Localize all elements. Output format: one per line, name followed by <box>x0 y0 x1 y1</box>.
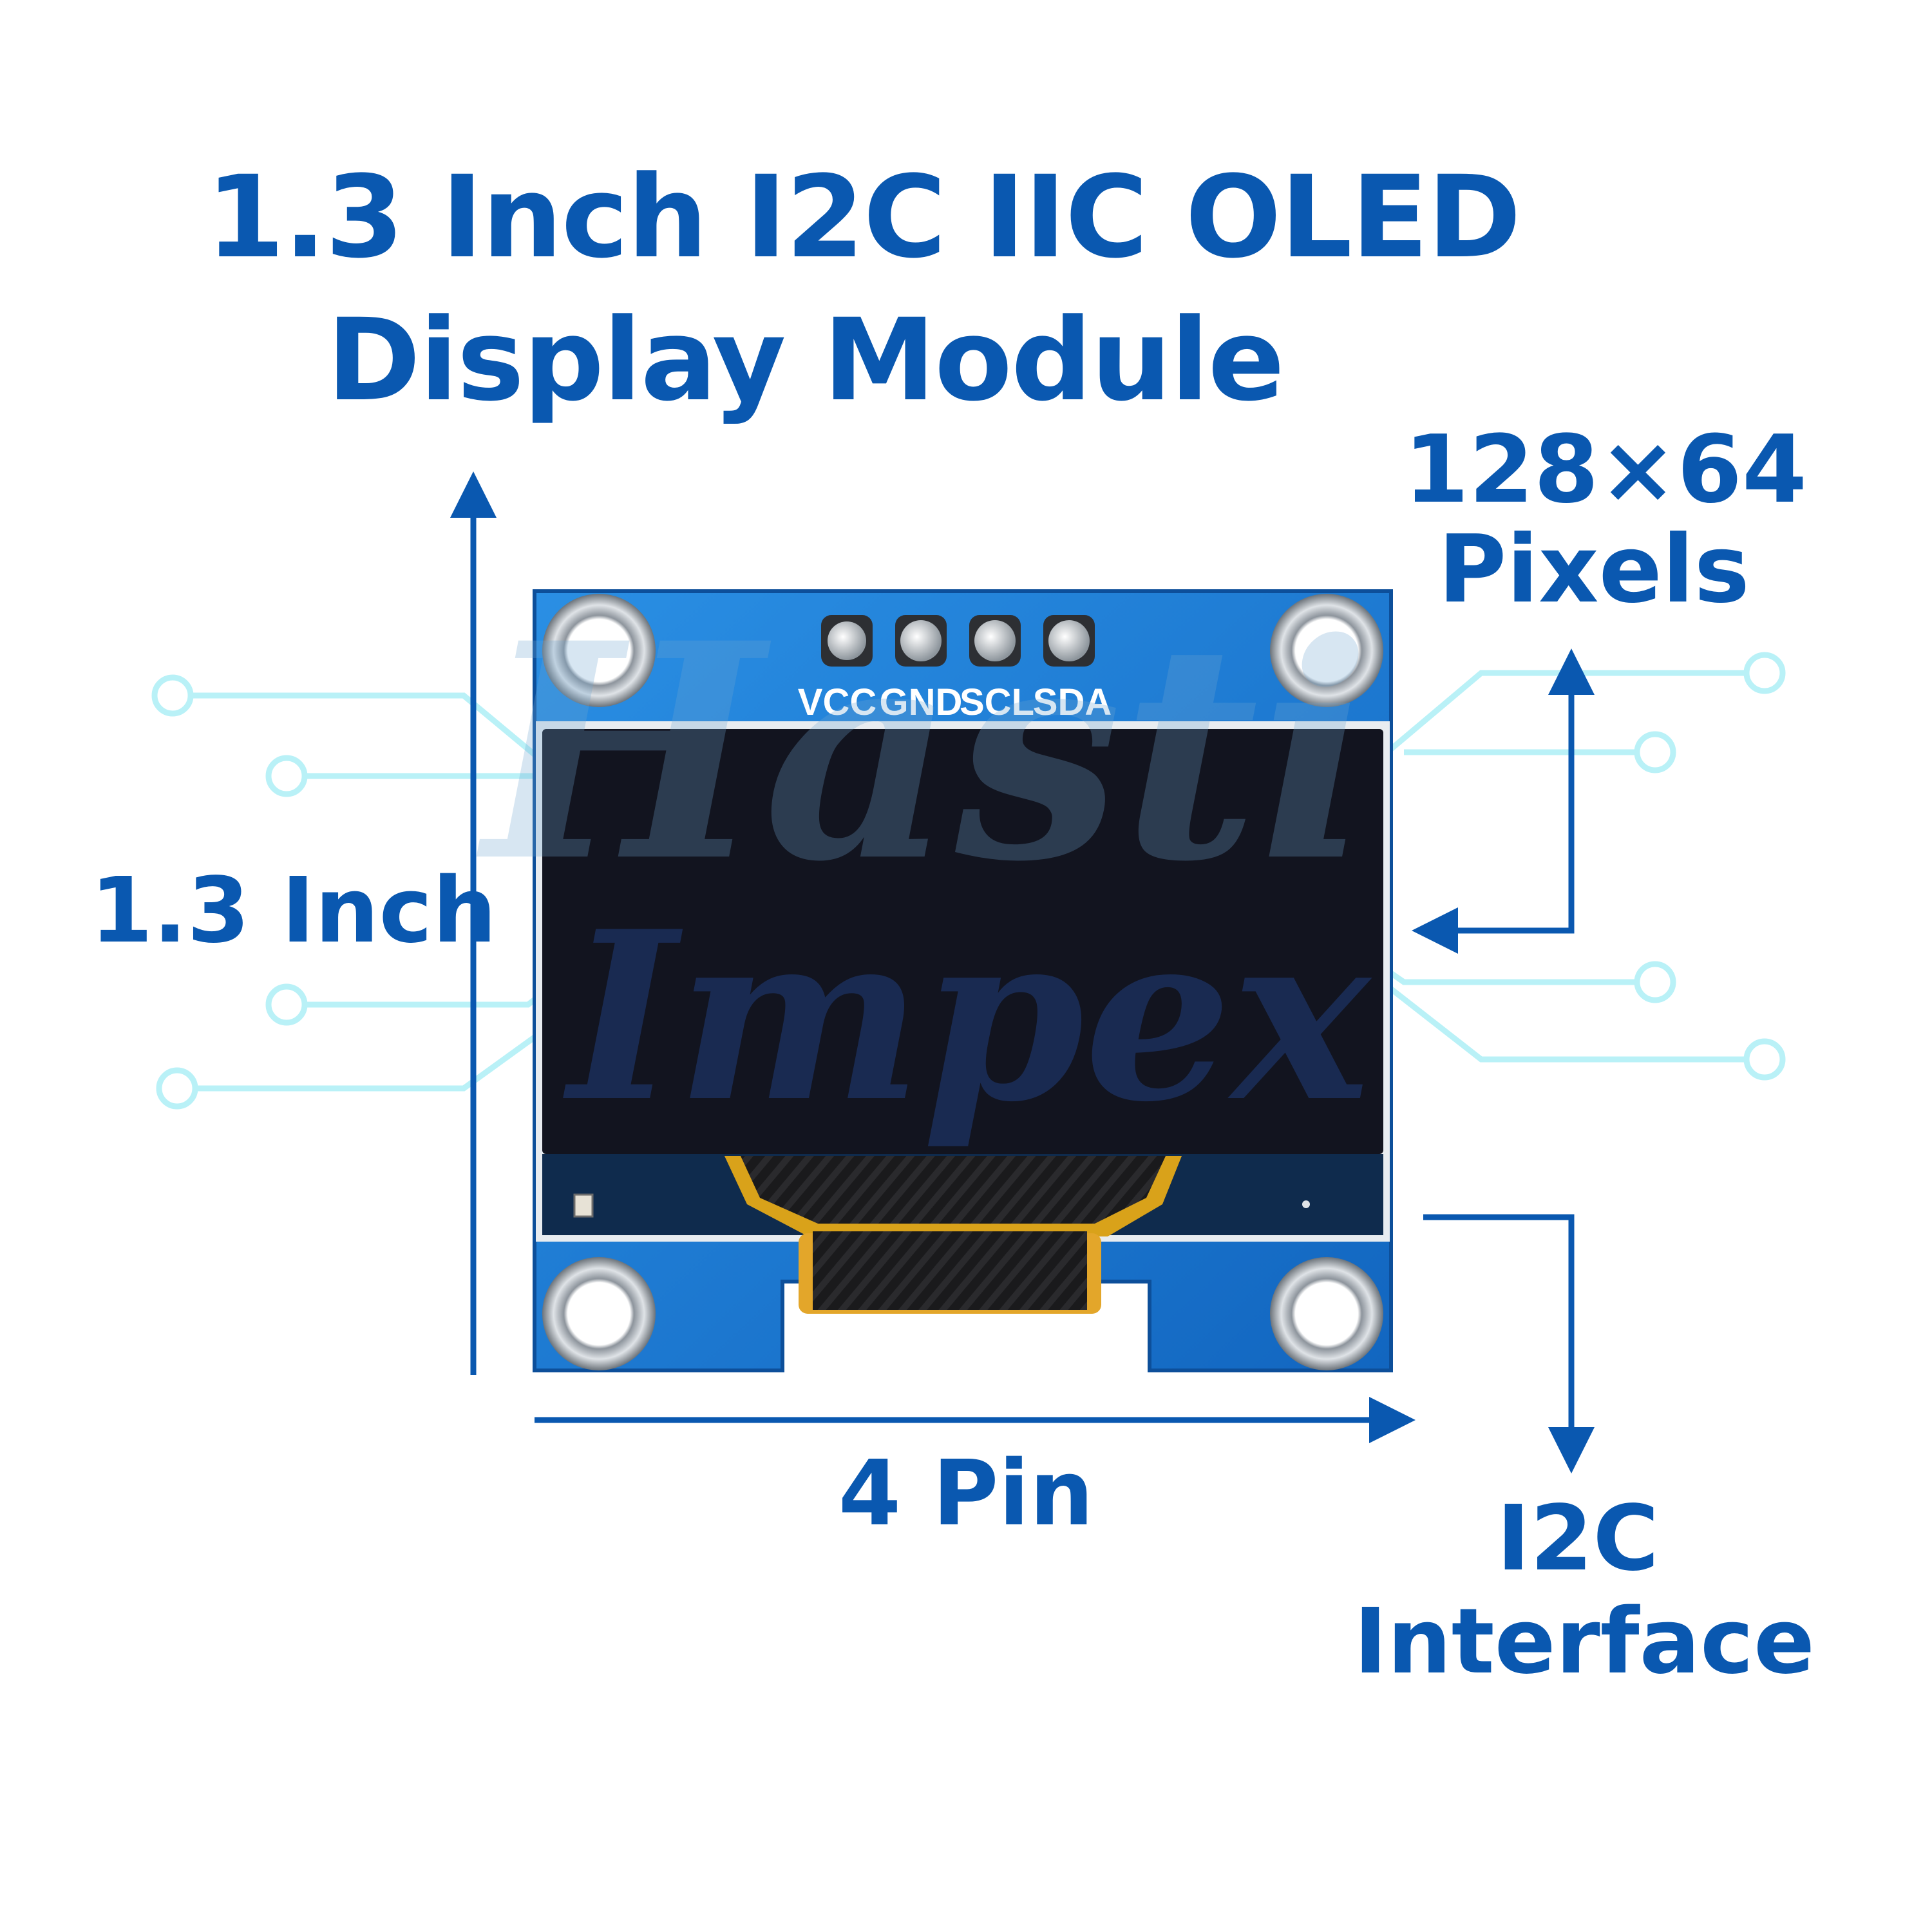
pin-header <box>821 615 1095 667</box>
interface-arrow <box>1423 1214 1595 1473</box>
mounting-hole <box>542 1257 656 1370</box>
title-line-2: Display Module <box>327 294 1285 426</box>
via-dot <box>1302 1200 1310 1208</box>
smd-component <box>573 1193 594 1218</box>
interface-callout-value: I2C <box>1496 1486 1660 1591</box>
pin-count-callout: 4 Pin <box>838 1441 1094 1546</box>
oled-screen <box>542 729 1383 1154</box>
pin-label-vcc: VCC <box>798 681 876 723</box>
watermark-line2: Impex <box>561 880 1373 1153</box>
ribbon-bend <box>813 1231 1087 1310</box>
pin-label-scl: SCL <box>960 681 1034 723</box>
size-callout: 1.3 Inch <box>90 858 497 963</box>
pixels-callout-value: 128×64 <box>1404 415 1807 524</box>
watermark-line1: Hasti <box>474 579 1371 927</box>
interface-callout-label: Interface <box>1354 1589 1815 1694</box>
mounting-hole <box>1270 1257 1383 1370</box>
pin-label-sda: SDA <box>1033 681 1112 723</box>
flex-ribbon <box>741 1156 1166 1224</box>
mounting-hole <box>542 594 656 707</box>
title-line-1: 1.3 Inch I2C IIC OLED <box>205 151 1522 283</box>
pixels-callout-label: Pixels <box>1438 515 1750 624</box>
oled-module: VCC GND SCL SDA <box>533 589 1393 1372</box>
pin-label-gnd: GND <box>880 681 963 723</box>
mounting-hole <box>1270 594 1383 707</box>
